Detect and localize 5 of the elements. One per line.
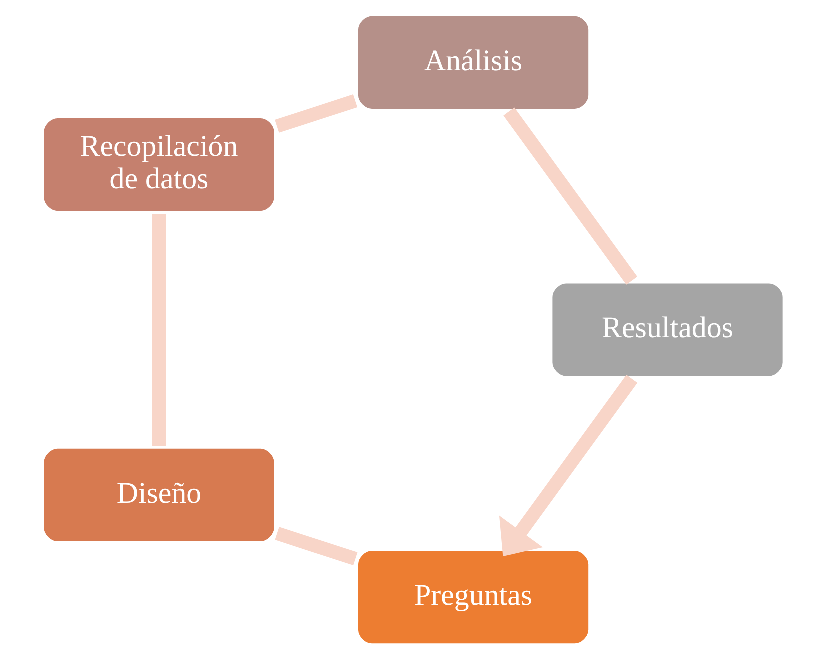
connector: [503, 108, 638, 285]
arrow: [498, 375, 638, 557]
connector: [274, 527, 358, 566]
connector: [274, 94, 358, 133]
connector: [152, 214, 166, 446]
